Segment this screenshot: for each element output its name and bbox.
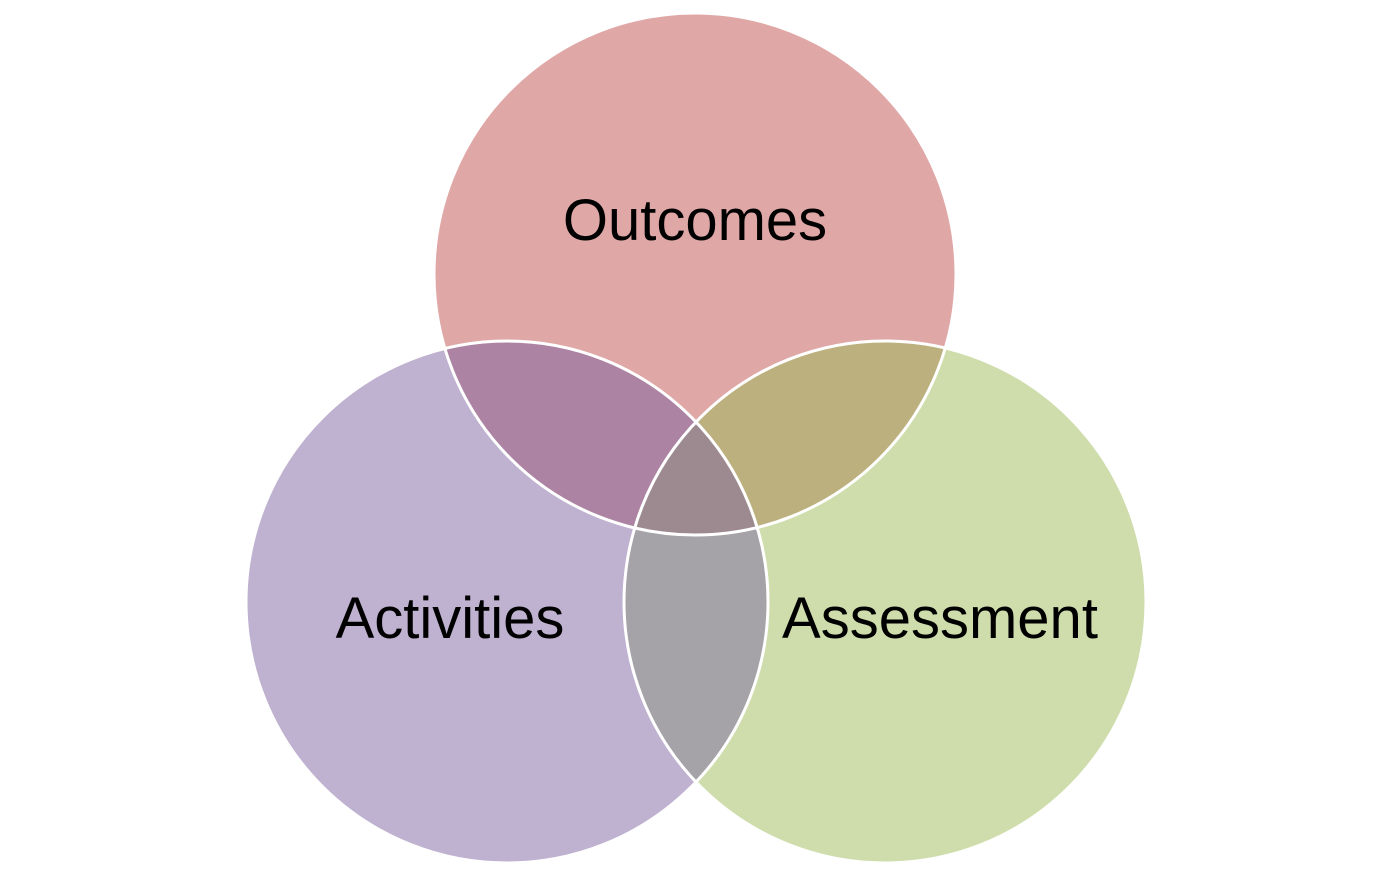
outcomes-activities-overlap [434,341,768,535]
outcomes-assessment-overlap [624,341,956,535]
assessment-outline [622,339,1148,865]
activities-outline [244,339,770,865]
activities-label: Activities [336,586,565,651]
assessment-label: Assessment [782,586,1098,651]
outcomes-outline [432,11,958,537]
outcomes-label: Outcomes [563,188,827,253]
